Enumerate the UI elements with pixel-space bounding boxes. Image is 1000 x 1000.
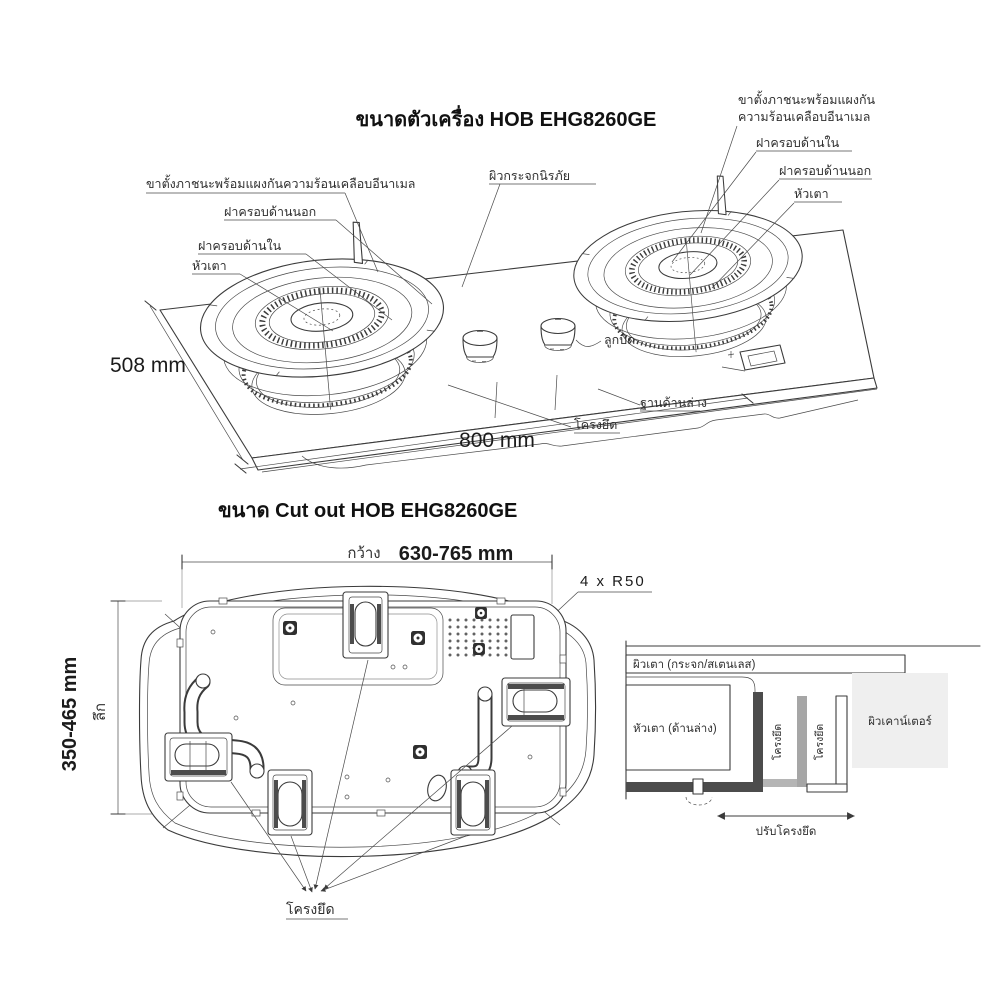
screw-icon: [411, 631, 425, 645]
bracket-bar-gray: [797, 696, 807, 787]
dimension-depth: 508 mm: [110, 300, 249, 465]
bracket-top: [342, 591, 389, 659]
bracket-foot-outline: [806, 783, 848, 793]
radius-text: 4 x R50: [580, 573, 646, 590]
dimension-cutout-depth: 350-465 mm ลึก: [59, 600, 162, 815]
dimension-width: 800 mm: [234, 393, 754, 474]
screw-icon: [473, 643, 485, 655]
label-glass: ผิวกระจกนิรภัย: [489, 169, 570, 183]
hob-surface-bar: ผิวเตา (กระจก/สเตนเลส): [625, 654, 906, 674]
label-bracket-bar-2: โครงยึด: [813, 724, 826, 760]
label-inner-cap-right: ฝาครอบด้านใน: [756, 136, 840, 150]
dim-depth-text: 508 mm: [110, 354, 186, 377]
cutout-width-value: 630-765 mm: [399, 543, 514, 565]
screw-holes: [210, 629, 533, 800]
bracket-leaders: [230, 659, 513, 893]
label-counter: ผิวเคาน์เตอร์: [868, 714, 932, 728]
label-hob-surface: ผิวเตา (กระจก/สเตนเลส): [633, 658, 756, 671]
bracket-bar-dark: [753, 692, 763, 792]
gas-inlet-hole: [427, 774, 447, 802]
label-bracket-cutout: โครงยึด: [286, 901, 335, 917]
cutout-depth-value: 350-465 mm: [59, 657, 81, 772]
label-outer-cap-right: ฝาครอบด้านนอก: [779, 164, 871, 178]
bracket-foot-gray: [763, 779, 807, 787]
label-base-group: ฐานด้านล่าง: [597, 388, 707, 412]
corner-radius-note: 4 x R50: [547, 573, 652, 621]
label-burner-head-right: หัวเตา: [794, 187, 829, 201]
bracket-bottom-left: [267, 769, 313, 836]
label-bracket-cutout-group: โครงยึด: [286, 901, 348, 920]
machine-drawing: ขนาดตัวเครื่อง HOB EHG8260GE ขาตั้งภาชนะ…: [110, 90, 878, 474]
bracket-left: [164, 732, 233, 782]
burner-bottom-box: หัวเตา (ด้านล่าง): [625, 684, 731, 771]
bracket-bar-outline: [835, 695, 848, 793]
label-base: ฐานด้านล่าง: [640, 396, 707, 410]
label-pan-support-right-line1: ขาตั้งภาชนะพร้อมแผงกัน: [738, 90, 876, 107]
battery-box: [721, 344, 786, 372]
cutout-depth-prefix: ลึก: [92, 703, 109, 721]
igniter-box: [510, 614, 535, 660]
counter-box: ผิวเคาน์เตอร์: [852, 673, 948, 768]
machine-title: ขนาดตัวเครื่อง HOB EHG8260GE: [356, 104, 657, 131]
installation-section: ผิวเตา (กระจก/สเตนเลส) หัวเตา (ด้านล่าง)…: [625, 640, 981, 838]
adjust-range: ปรับโครงยึด: [717, 812, 855, 838]
clamp-screw: [685, 778, 713, 806]
label-knob: ลูกบิด: [604, 333, 635, 348]
labels-right: ขาตั้งภาชนะพร้อมแผงกัน ความร้อนเคลือบอีน…: [671, 90, 876, 289]
screw-icon: [413, 745, 427, 759]
cutout-drawing: ขนาด Cut out HOB EHG8260GE กว้าง 630-765…: [59, 500, 652, 920]
body-profile-line: [626, 676, 756, 696]
vent-grid: [448, 618, 508, 657]
screw-icon: [475, 607, 487, 619]
screw-icon: [283, 621, 297, 635]
label-burner-head-left: หัวเตา: [192, 259, 227, 273]
label-burner-bottom: หัวเตา (ด้านล่าง): [633, 722, 717, 735]
dim-width-text: 800 mm: [459, 429, 535, 452]
bracket-right: [501, 677, 571, 727]
labels-left: ขาตั้งภาชนะพร้อมแผงกันความร้อนเคลือบอีนา…: [146, 174, 433, 332]
bracket-bottom-right: [450, 769, 496, 836]
dimension-cutout-width: กว้าง 630-765 mm: [181, 543, 553, 608]
label-glass-group: ผิวกระจกนิรภัย: [461, 169, 596, 288]
label-pan-support-right-line2: ความร้อนเคลือบอีนาเมล: [738, 110, 870, 124]
label-outer-cap-left: ฝาครอบด้านนอก: [224, 205, 316, 219]
label-knob-group: ลูกบิด: [575, 333, 635, 348]
label-bracket-bar-1: โครงยึด: [771, 724, 784, 760]
label-inner-cap-left: ฝาครอบด้านใน: [198, 239, 282, 253]
label-adjust-bracket: ปรับโครงยึด: [756, 824, 817, 838]
cutout-width-prefix: กว้าง: [347, 545, 380, 562]
cutout-title: ขนาด Cut out HOB EHG8260GE: [218, 500, 517, 522]
label-pan-support-left: ขาตั้งภาชนะพร้อมแผงกันความร้อนเคลือบอีนา…: [146, 174, 415, 191]
